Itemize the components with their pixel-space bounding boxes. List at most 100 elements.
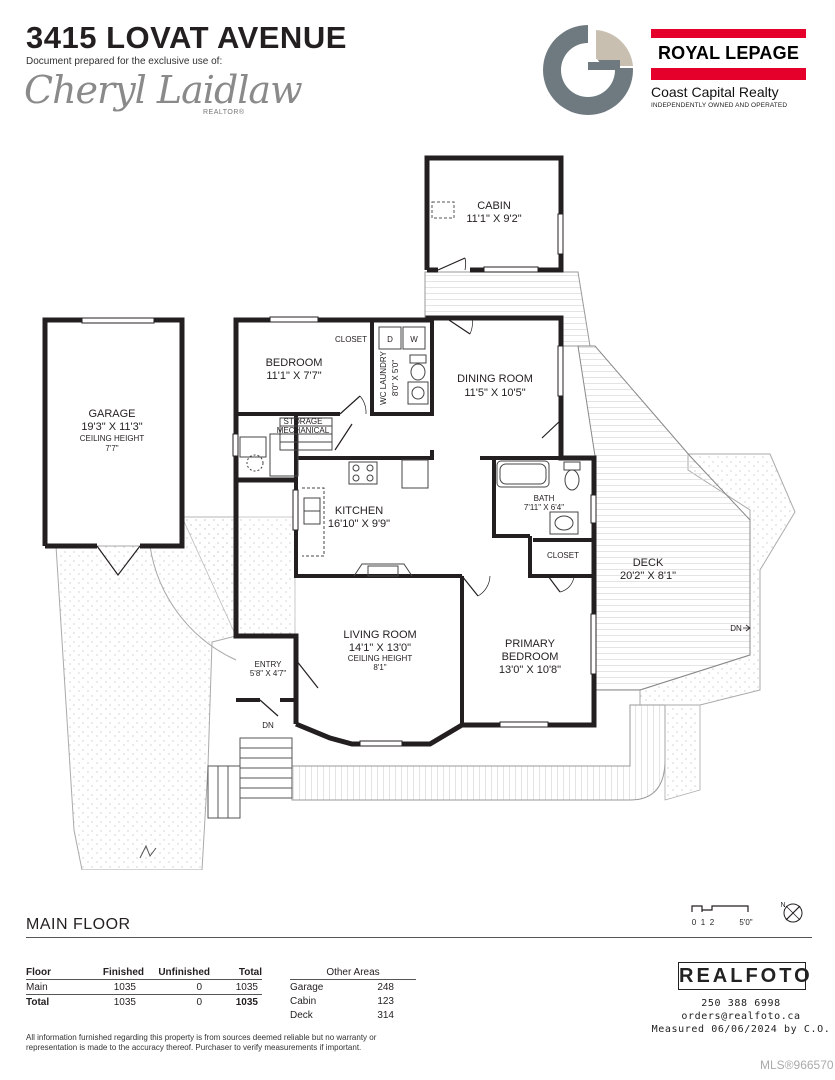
kitchen-fixtures [302,459,429,577]
walkway [291,704,666,801]
agent-signature: Cheryl Laidlaw [24,68,303,112]
col-total: Total [238,966,262,978]
garage-walls [42,317,185,549]
cell: Main [26,981,48,993]
realfoto-email[interactable]: orders@realfoto.ca [681,1011,801,1022]
property-address: 3415 LOVAT AVENUE [26,20,347,55]
prepared-for-text: Document prepared for the exclusive use … [26,56,223,67]
living-label: LIVING ROOM [343,629,416,641]
cell: 1035 [113,981,136,993]
mls-number: MLS®966570 [760,1058,834,1072]
cabin-dims: 11'1" X 9'2" [466,213,521,225]
living-ceiling-label: CEILING HEIGHT [348,654,413,663]
col-floor: Floor [26,966,51,978]
entry-dims: 5'8" X 4'7" [250,669,286,678]
kitchen-dims: 16'10" X 9'9" [328,518,390,530]
bath-fixtures [496,460,581,535]
laundry-d: D [387,335,393,344]
cabin-deck [424,271,591,347]
brokerage-office: Coast Capital Realty [651,84,779,100]
primary-label: PRIMARY [505,638,556,650]
cell: 123 [377,995,394,1007]
floor-label: MAIN FLOOR [26,916,131,933]
dining-label: DINING ROOM [457,373,533,385]
deck-dims: 20'2" X 8'1" [620,570,676,582]
scale-tick-1: 1 [701,918,706,927]
living-ceiling: 8'1" [373,663,386,672]
stairs-down-label: DN [262,721,274,730]
cell: 1035 [235,996,258,1008]
scale-tick-0: 0 [692,918,697,927]
laundry-dims: 8'0" X 5'0" [391,360,400,396]
interior-walls [236,318,594,725]
living-dims: 14'1" X 13'0" [349,642,411,654]
closet1-label: CLOSET [335,335,367,344]
entry-label: ENTRY [255,660,283,669]
bedroom-dims: 11'1" X 7'7" [266,370,321,382]
col-finished: Finished [102,966,144,978]
laundry-label: WC LAUNDRY [379,351,388,405]
garage-ceiling: 7'7" [105,444,118,453]
measured-note: Measured 06/06/2024 by C.O. [651,1024,831,1035]
other-areas-header: Other Areas [326,966,380,978]
deck-label: DECK [633,557,664,569]
bath-label: BATH [534,494,555,503]
scale-tick-5: 5'0" [739,918,752,927]
garage-label: GARAGE [88,408,135,420]
laundry-fixtures [239,326,429,477]
cabin-label: CABIN [477,200,511,212]
garage-dims: 19'3" X 11'3" [81,421,142,433]
realfoto-contact: 250 388 6998 orders@realfoto.ca Measured… [648,997,834,1036]
north-arrow-icon: N [780,902,803,923]
scale-bar: 0 1 2 5'0" N [691,902,803,927]
cell: 0 [196,981,202,993]
brand-red-bar [651,29,806,39]
mechanical-label: MECHANICAL [277,426,330,435]
entry-stairs [207,737,293,819]
table-row: Deck 314 [290,1008,416,1022]
brokerage-name: ROYAL LEPAGE [651,38,806,68]
closet2-label: CLOSET [547,551,579,560]
table-row: Garage 248 [290,979,416,995]
windows [232,316,597,747]
table-row: Main 1035 0 1035 [26,979,262,995]
brokerage-tagline: INDEPENDENTLY OWNED AND OPERATED [651,102,788,109]
deck-down-label: DN [730,624,742,633]
table-row: Total 1035 0 1035 [26,994,262,1010]
cell: Deck [290,1009,313,1021]
cell: Cabin [290,995,317,1007]
bedroom-label: BEDROOM [266,357,323,369]
cell: 314 [377,1009,394,1021]
cell: 0 [196,996,202,1008]
storage-label: STORAGE [284,417,323,426]
kitchen-label: KITCHEN [335,505,383,517]
area-table: Floor Finished Unfinished Total Main 103… [26,965,262,1009]
realfoto-phone: 250 388 6998 [701,998,781,1009]
cell: 248 [377,981,394,993]
primary-label2: BEDROOM [502,651,559,663]
primary-dims: 13'0" X 10'8" [499,664,561,676]
scale-tick-2: 2 [710,918,715,927]
disclaimer: All information furnished regarding this… [26,1033,377,1052]
other-areas-table: Other Areas Garage 248 Cabin 123 Deck 31… [290,965,416,1022]
cell: Total [26,996,50,1008]
deck-area [577,345,751,691]
laundry-w: W [410,335,418,344]
col-unfinished: Unfinished [158,966,210,978]
storage-stairs [279,417,333,451]
dining-dims: 11'5" X 10'5" [464,387,525,399]
agent-title: REALTOR® [203,109,245,116]
cell: Garage [290,981,324,993]
cell: 1035 [235,981,258,993]
table-row: Cabin 123 [290,994,416,1008]
divider [26,937,812,938]
realfoto-logo: REALFOTO [678,962,810,990]
garage-ceiling-label: CEILING HEIGHT [80,434,145,443]
doors [259,317,575,717]
cell: 1035 [113,996,136,1008]
floor-plan: CABIN 11'1" X 9'2" GARAGE 19'3" X 11'3" … [42,155,796,870]
brokerage-logo-icon [543,25,638,115]
brand-red-bar-bottom [651,68,806,80]
bath-dims: 7'11" X 6'4" [524,503,564,512]
north-label: N [780,902,785,909]
